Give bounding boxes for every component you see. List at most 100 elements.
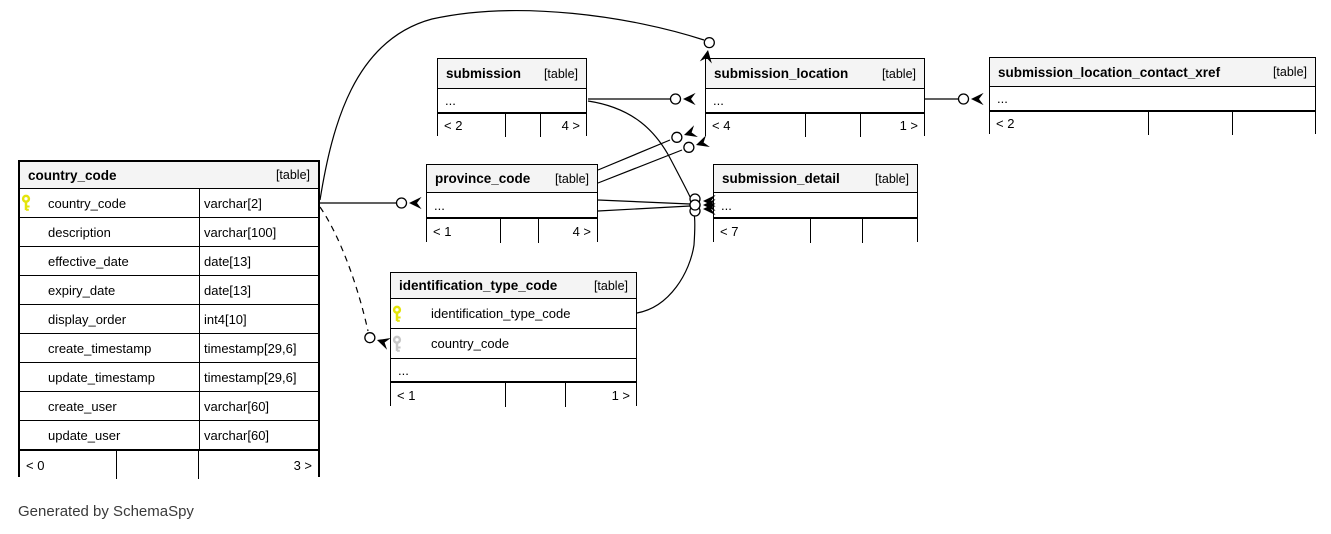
table-header[interactable]: country_code [table] [20,162,318,189]
table-footer: < 1 1 > [391,382,636,407]
column-name: update_user [48,427,121,443]
parents-count: < 4 [706,114,806,137]
column-row-expiry_date[interactable]: expiry_date date[13] [20,276,318,305]
table-title: submission_detail [722,171,840,186]
table-type-badge: [table] [874,171,909,186]
parents-count: < 1 [391,383,506,407]
column-name: country_code [48,195,127,211]
relationship-country_code-identification_type_code [319,206,391,350]
table-header[interactable]: submission_location[table] [706,59,924,89]
column-row-identification_type_code[interactable]: identification_type_code [391,299,636,329]
table-footer: < 4 1 > [706,113,924,137]
ellipsis-label: ... [434,197,445,213]
column-name: display_order [48,311,127,327]
column-type: varchar[60] [204,427,270,443]
column-name: expiry_date [48,282,116,298]
table-submission_detail[interactable]: submission_detail [table]... < 7 [713,164,918,243]
footer-middle-cell [811,219,863,243]
column-type: timestamp[29,6] [204,369,297,385]
hidden-columns-row: ... [990,87,1315,111]
relationship-province_code-submission_location [597,135,710,184]
parents-count: < 7 [714,219,811,243]
table-title: country_code [28,167,117,183]
crow-foot-arrow [696,135,710,147]
ellipsis-label: ... [721,197,732,213]
table-header[interactable]: province_code [table] [427,165,597,193]
column-row-country_code[interactable]: country_code [391,329,636,359]
footer-middle-cell [1149,112,1233,135]
footer-middle-cell [506,114,541,137]
column-row-display_order[interactable]: display_order int4[10] [20,305,318,334]
zero-or-one-circle [703,36,715,49]
children-count: 3 > [293,457,312,473]
column-row-description[interactable]: description varchar[100] [20,218,318,247]
crow-foot-arrow [683,92,696,106]
relationship-province_code-submission_detail [597,198,716,212]
relationship-submission-submission_detail [587,100,716,208]
table-header[interactable]: submission [table] [438,59,586,89]
crow-foot-arrow [971,92,984,106]
hidden-columns-row: ... [706,89,924,113]
table-footer: < 2 [990,111,1315,135]
table-type-badge: [table] [275,168,310,182]
table-title: submission [446,66,522,81]
table-type-badge: [table] [1272,65,1307,79]
table-province_code[interactable]: province_code [table]... < 1 4 > [426,164,598,243]
relationship-province_code-submission_detail [597,205,691,212]
column-name: effective_date [48,253,129,269]
table-type-badge: [table] [554,171,589,186]
table-header[interactable]: submission_detail [table] [714,165,917,193]
footer-middle-cell [806,114,861,137]
column-type: varchar[100] [204,224,277,240]
relationship-submission_location-submission_location_contact_xref [925,92,984,106]
table-footer: < 0 3 > [20,450,318,479]
children-count: 1 > [899,118,918,133]
zero-or-one-circle [671,131,683,143]
table-footer: < 1 4 > [427,218,597,243]
table-identification_type_code[interactable]: identification_type_code[table]identific… [390,272,637,407]
column-row-update_user[interactable]: update_user varchar[60] [20,421,318,450]
footer-middle-cell [506,383,566,407]
parents-count: < 2 [990,112,1149,135]
ellipsis-label: ... [445,93,456,108]
zero-or-one-circle [669,93,682,105]
relationship-identification_type_code-submission_detail [636,202,716,314]
column-type: date[13] [204,282,251,298]
children-count [1233,112,1315,135]
children-count: 4 > [561,118,580,133]
zero-or-one-circle [957,93,970,105]
zero-or-one-circle [689,205,701,217]
column-name: identification_type_code [431,306,571,321]
parents-count: < 0 [20,451,117,479]
table-submission_location_contact_xref[interactable]: submission_location_contact_xref[table].… [989,57,1316,135]
primary-key-icon [392,305,402,322]
column-type: timestamp[29,6] [204,340,297,356]
table-title: province_code [435,171,531,186]
parents-count: < 1 [427,219,501,243]
table-footer: < 7 [714,218,917,243]
table-type-badge: [table] [881,66,916,81]
zero-or-one-circle [395,197,408,209]
hidden-columns-row: ... [427,193,597,218]
column-name: description [48,224,111,240]
children-count: 1 > [611,387,630,403]
table-header[interactable]: submission_location_contact_xref[table] [990,58,1315,87]
table-title: identification_type_code [399,278,558,293]
column-row-update_timestamp[interactable]: update_timestamp timestamp[29,6] [20,363,318,392]
zero-or-one-circle [683,141,695,153]
column-name: country_code [431,336,510,351]
table-submission_location[interactable]: submission_location[table]... < 4 1 > [705,58,925,137]
children-count: 4 > [572,223,591,239]
column-type: int4[10] [204,311,247,327]
column-name: update_timestamp [48,369,155,385]
ellipsis-label: ... [713,93,724,108]
table-type-badge: [table] [543,66,578,81]
table-header[interactable]: identification_type_code[table] [391,273,636,299]
